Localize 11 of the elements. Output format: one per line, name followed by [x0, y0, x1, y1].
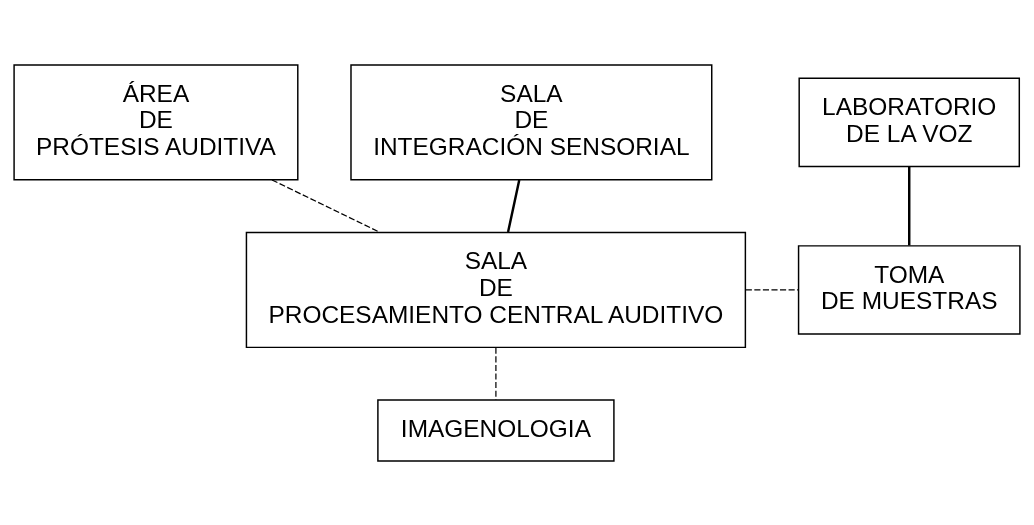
node-box: TOMA DE MUESTRAS	[797, 244, 1021, 335]
node-box: ÁREA DE PRÓTESIS AUDITIVA	[13, 63, 299, 181]
node-box: SALA DE INTEGRACIÓN SENSORIAL	[350, 63, 713, 181]
connector	[506, 179, 521, 232]
node-box: IMAGENOLOGIA	[377, 398, 615, 462]
connector	[271, 178, 381, 233]
connector	[745, 288, 800, 290]
connector	[908, 166, 911, 245]
connector	[495, 346, 497, 400]
node-box: LABORATORIO DE LA VOZ	[798, 77, 1021, 167]
node-box: SALA DE PROCESAMIENTO CENTRAL AUDITIVO	[245, 231, 747, 348]
